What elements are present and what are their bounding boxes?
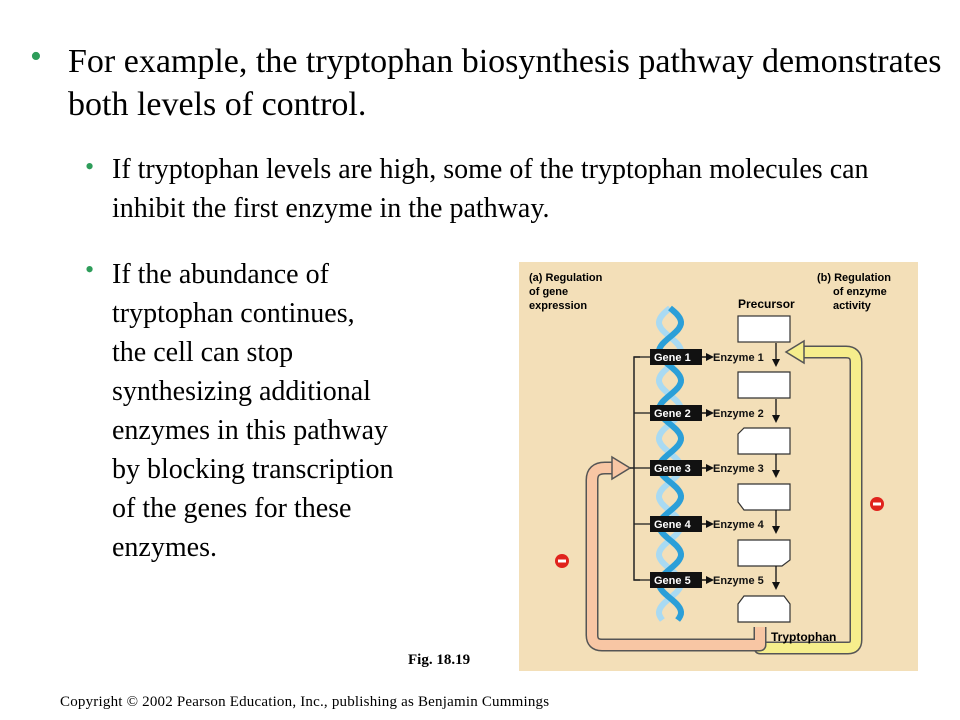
sub-bullet-2-line: synthesizing additional bbox=[112, 376, 371, 407]
gene-box bbox=[650, 405, 702, 421]
sub-bullet-2-line: of the genes for these bbox=[112, 493, 352, 524]
minus-sign-gene-expression bbox=[555, 554, 569, 568]
pathway-intermediates bbox=[737, 315, 791, 623]
gene-box bbox=[650, 572, 702, 588]
copyright-notice: Copyright © 2002 Pearson Education, Inc.… bbox=[60, 694, 550, 710]
main-bullet-text: For example, the tryptophan biosynthesis… bbox=[68, 43, 942, 123]
precursor-box bbox=[737, 315, 791, 343]
bracket-ticks bbox=[634, 356, 650, 581]
intermediate-shape bbox=[737, 427, 791, 455]
gene-label: Gene 4 bbox=[654, 519, 692, 531]
label-b-line: activity bbox=[833, 300, 872, 312]
gene-row: Gene 4 Enzyme 4 bbox=[650, 516, 765, 532]
sub-bullet-2-line: enzymes. bbox=[112, 532, 217, 563]
label-b-line: (b) Regulation bbox=[817, 272, 891, 284]
intermediate-shape bbox=[737, 483, 791, 511]
gene-label: Gene 3 bbox=[654, 463, 691, 475]
sub-bullet-1-text: If tryptophan levels are high, some of t… bbox=[112, 154, 869, 224]
precursor-label: Precursor bbox=[738, 297, 795, 311]
intermediate-shape bbox=[737, 595, 791, 623]
enzyme-label: Enzyme 5 bbox=[713, 575, 764, 587]
sub-bullet-2-line: by blocking transcription bbox=[112, 454, 394, 485]
gene-row: Gene 1 Enzyme 1 bbox=[650, 349, 764, 365]
gene-label: Gene 1 bbox=[654, 352, 691, 364]
sub-bullet-2-line: the cell can stop bbox=[112, 337, 294, 368]
label-b-line: of enzyme bbox=[833, 286, 887, 298]
tryptophan-label: Tryptophan bbox=[771, 630, 836, 644]
gene-row: Gene 5 Enzyme 5 bbox=[650, 572, 764, 588]
enzyme-label: Enzyme 1 bbox=[713, 352, 764, 364]
gene-label: Gene 5 bbox=[654, 575, 691, 587]
gene-box bbox=[650, 460, 702, 476]
sub-bullet-2-text: If the abundance of tryptophan continues… bbox=[112, 255, 492, 567]
bullet-dot-main: • bbox=[30, 38, 42, 75]
feedback-arrow-enzyme-activity bbox=[753, 339, 863, 655]
enzyme-label: Enzyme 3 bbox=[713, 463, 764, 475]
gene-row: Gene 2 Enzyme 2 bbox=[650, 405, 764, 421]
gene-list: Gene 1 Enzyme 1 Gene 2 Enzyme 2 Gene 3 Enzyme… bbox=[650, 349, 765, 588]
gene-box bbox=[650, 349, 702, 365]
minus-sign-enzyme-activity bbox=[870, 497, 884, 511]
enzyme-label: Enzyme 2 bbox=[713, 408, 764, 420]
bullet-dot-sub2: • bbox=[85, 255, 95, 284]
label-a-line: (a) Regulation bbox=[529, 272, 603, 284]
sub-bullet-2-line: enzymes in this pathway bbox=[112, 415, 389, 446]
gene-row: Gene 3 Enzyme 3 bbox=[650, 460, 764, 476]
enzyme-label: Enzyme 4 bbox=[713, 519, 765, 531]
intermediate-shape bbox=[737, 371, 791, 399]
gene-box bbox=[650, 516, 702, 532]
intermediate-shape bbox=[737, 539, 791, 567]
gene-label: Gene 2 bbox=[654, 408, 691, 420]
figure-caption: Fig. 18.19 bbox=[408, 652, 471, 668]
sub-bullet-2-line: If the abundance of bbox=[112, 259, 329, 290]
feedback-arrow-gene-expression bbox=[585, 455, 767, 652]
bullet-dot-sub1: • bbox=[85, 152, 95, 181]
sub-bullet-2-line: tryptophan continues, bbox=[112, 298, 355, 329]
label-a-line: of gene bbox=[529, 286, 568, 298]
label-a-line: expression bbox=[529, 300, 587, 312]
